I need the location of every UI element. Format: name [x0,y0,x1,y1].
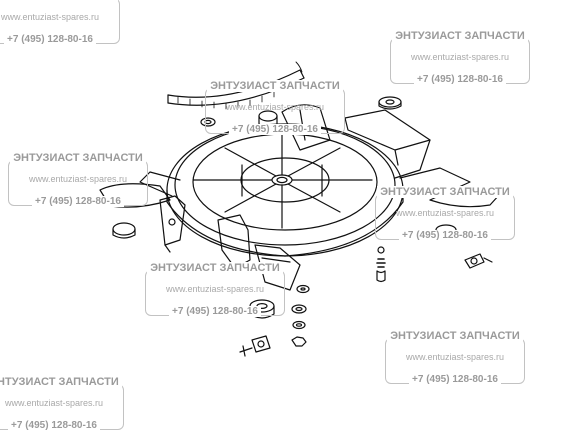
front-bracket [159,195,301,291]
watermark-top-left: ЭНТУЗИАСТ ЗАПЧАСТИ www.entuziast-spares.… [0,0,120,52]
watermark-phone: +7 (495) 128-80-16 [32,196,124,207]
watermark-top-right: ЭНТУЗИАСТ ЗАПЧАСТИ www.entuziast-spares.… [390,30,530,92]
watermark-website: www.entuziast-spares.ru [225,102,325,112]
watermark-website: www.entuziast-spares.ru [405,352,505,362]
watermark-website: www.entuziast-spares.ru [395,208,495,218]
watermark-left: ЭНТУЗИАСТ ЗАПЧАСТИ www.entuziast-spares.… [8,152,148,214]
watermark-website: www.entuziast-spares.ru [4,398,104,408]
watermark-website: www.entuziast-spares.ru [0,12,100,22]
watermark-company: ЭНТУЗИАСТ ЗАПЧАСТИ [207,80,343,92]
watermark-company: ЭНТУЗИАСТ ЗАПЧАСТИ [0,376,122,388]
washer-top-right [378,96,402,108]
watermark-phone: +7 (495) 128-80-16 [169,306,261,317]
spring-parts [376,246,386,283]
turntable-ring [166,123,404,257]
watermark-phone: +7 (495) 128-80-16 [414,74,506,85]
washer-top-left [200,117,216,127]
watermark-company: ЭНТУЗИАСТ ЗАПЧАСТИ [147,262,283,274]
watermark-company: ЭНТУЗИАСТ ЗАПЧАСТИ [377,186,513,198]
watermark-website: www.entuziast-spares.ru [410,52,510,62]
watermark-bottom-left: ЭНТУЗИАСТ ЗАПЧАСТИ www.entuziast-spares.… [0,376,124,438]
watermark-center: ЭНТУЗИАСТ ЗАПЧАСТИ www.entuziast-spares.… [145,262,285,324]
knob-right [464,253,493,269]
washer-2 [291,304,307,314]
watermark-company: ЭНТУЗИАСТ ЗАПЧАСТИ [10,152,146,164]
nut [291,336,307,347]
watermark-phone: +7 (495) 128-80-16 [409,374,501,385]
watermark-company: ЭНТУЗИАСТ ЗАПЧАСТИ [387,330,523,342]
watermark-phone: +7 (495) 128-80-16 [4,34,96,45]
upper-rail-piece [295,61,303,73]
watermark-company: ЭНТУЗИАСТ ЗАПЧАСТИ [392,30,528,42]
watermark-phone: +7 (495) 128-80-16 [399,230,491,241]
watermark-center-top: ЭНТУЗИАСТ ЗАПЧАСТИ www.entuziast-spares.… [205,80,345,142]
washer-1 [296,284,310,294]
watermark-phone: +7 (495) 128-80-16 [8,420,100,431]
watermark-right-middle: ЭНТУЗИАСТ ЗАПЧАСТИ www.entuziast-spares.… [375,186,515,248]
foot-left [112,222,136,236]
watermark-website: www.entuziast-spares.ru [165,284,265,294]
watermark-bottom-right: ЭНТУЗИАСТ ЗАПЧАСТИ www.entuziast-spares.… [385,330,525,392]
watermark-phone: +7 (495) 128-80-16 [229,124,321,135]
washer-3 [292,320,306,330]
knob-left [239,335,271,357]
watermark-company: ЭНТУЗИАСТ ЗАПЧАСТИ [0,0,118,2]
watermark-website: www.entuziast-spares.ru [28,174,128,184]
